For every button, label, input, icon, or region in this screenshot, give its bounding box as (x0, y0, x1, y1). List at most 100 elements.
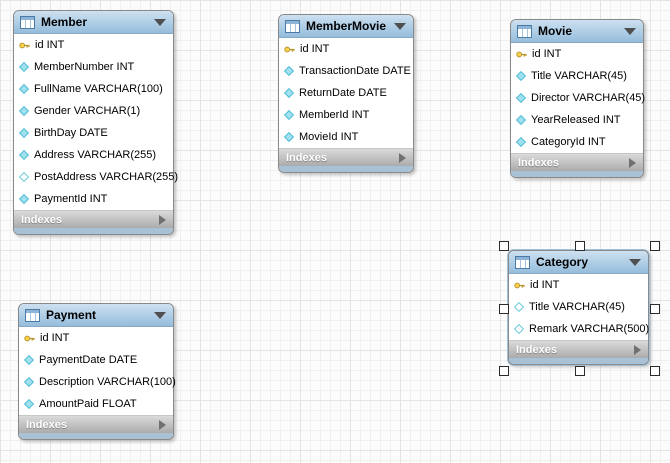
collapse-arrow-icon[interactable] (154, 311, 166, 319)
column-row[interactable]: Title VARCHAR(45) (511, 65, 643, 87)
column-notnull-diamond-icon (516, 71, 526, 81)
table-name: Movie (538, 24, 573, 38)
column-notnull-diamond-icon (516, 115, 526, 125)
column-notnull-diamond-icon (24, 355, 34, 365)
collapse-arrow-icon[interactable] (154, 18, 166, 26)
column-row[interactable]: MovieId INT (279, 126, 413, 148)
collapse-arrow-icon[interactable] (394, 22, 406, 30)
table-title-bar[interactable]: Payment (19, 304, 173, 327)
collapse-arrow-icon[interactable] (629, 258, 641, 266)
column-row[interactable]: Remark VARCHAR(500) (509, 318, 650, 340)
primary-key-icon (24, 333, 35, 344)
table-title-bar[interactable]: Category (509, 251, 648, 274)
indexes-bar[interactable]: Indexes (511, 153, 643, 171)
column-row[interactable]: PostAddress VARCHAR(255) (14, 166, 178, 188)
indexes-bar[interactable]: Indexes (14, 210, 173, 228)
table-payment[interactable]: Payment id INT (18, 303, 176, 440)
column-list: id INT Title VARCHAR(45) (509, 274, 650, 340)
selection-handle[interactable] (499, 304, 509, 314)
column-label: id INT (300, 43, 330, 55)
table-member[interactable]: Member id INT (13, 10, 178, 235)
column-list: id INT Title VARCHAR(45) (511, 43, 645, 153)
column-notnull-diamond-icon (19, 150, 29, 160)
selection-handle[interactable] (499, 366, 509, 376)
table-icon (285, 19, 300, 33)
column-row[interactable]: id INT (19, 327, 173, 349)
column-row[interactable]: PaymentDate DATE (19, 349, 173, 371)
primary-key-icon (516, 49, 527, 60)
column-row[interactable]: Title VARCHAR(45) (509, 296, 648, 318)
table-name: Payment (46, 308, 97, 322)
selection-handle[interactable] (575, 366, 585, 376)
column-row[interactable]: Address VARCHAR(255) (14, 144, 173, 166)
column-row[interactable]: Director VARCHAR(45) (511, 87, 645, 109)
indexes-bar[interactable]: Indexes (19, 415, 173, 433)
indexes-label: Indexes (286, 151, 327, 164)
column-nullable-diamond-icon (514, 324, 524, 334)
column-row[interactable]: YearReleased INT (511, 109, 643, 131)
column-notnull-diamond-icon (19, 84, 29, 94)
selection-handle[interactable] (650, 304, 660, 314)
selection-handle[interactable] (499, 241, 509, 251)
column-label: AmountPaid FLOAT (39, 398, 137, 410)
table-title-bar[interactable]: Movie (511, 20, 643, 43)
column-row[interactable]: id INT (509, 274, 648, 296)
column-label: MovieId INT (299, 131, 359, 143)
column-notnull-diamond-icon (284, 88, 294, 98)
column-list: id INT MemberNumber INT (14, 34, 178, 210)
expand-indexes-icon[interactable] (159, 214, 166, 225)
column-notnull-diamond-icon (24, 377, 34, 387)
table-name: MemberMovie (306, 19, 387, 33)
column-row[interactable]: CategoryId INT (511, 131, 643, 153)
selection-handle[interactable] (650, 366, 660, 376)
table-movie[interactable]: Movie id INT (510, 19, 645, 178)
indexes-bar[interactable]: Indexes (279, 148, 413, 166)
column-row[interactable]: AmountPaid FLOAT (19, 393, 173, 415)
column-row[interactable]: TransactionDate DATE (279, 60, 413, 82)
indexes-label: Indexes (518, 156, 559, 169)
expand-indexes-icon[interactable] (399, 152, 406, 163)
table-footer (511, 171, 643, 177)
column-row[interactable]: ReturnDate DATE (279, 82, 413, 104)
column-label: id INT (530, 279, 560, 291)
column-label: Title VARCHAR(45) (529, 301, 625, 313)
column-row[interactable]: MemberId INT (279, 104, 413, 126)
expand-indexes-icon[interactable] (629, 157, 636, 168)
table-name: Member (41, 15, 88, 29)
table-name: Category (536, 255, 589, 269)
column-label: Description VARCHAR(100) (39, 376, 176, 388)
expand-indexes-icon[interactable] (159, 419, 166, 430)
indexes-label: Indexes (26, 418, 67, 431)
column-notnull-diamond-icon (24, 399, 34, 409)
column-row[interactable]: Gender VARCHAR(1) (14, 100, 173, 122)
primary-key-icon (284, 44, 295, 55)
collapse-arrow-icon[interactable] (624, 27, 636, 35)
expand-indexes-icon[interactable] (634, 344, 641, 355)
table-title-bar[interactable]: MemberMovie (279, 15, 413, 38)
column-label: Address VARCHAR(255) (34, 149, 157, 161)
table-title-bar[interactable]: Member (14, 11, 173, 34)
table-icon (515, 255, 530, 269)
table-footer (19, 433, 173, 439)
selection-handle[interactable] (650, 241, 660, 251)
table-category[interactable]: Category id INT (499, 241, 660, 376)
column-row[interactable]: id INT (511, 43, 643, 65)
column-row[interactable]: PaymentId INT (14, 188, 173, 210)
column-label: id INT (40, 332, 70, 344)
column-row[interactable]: id INT (279, 38, 413, 60)
column-row[interactable]: Description VARCHAR(100) (19, 371, 176, 393)
column-row[interactable]: id INT (14, 34, 173, 56)
indexes-bar[interactable]: Indexes (509, 340, 648, 358)
column-notnull-diamond-icon (516, 93, 526, 103)
column-list: id INT TransactionDate DATE (279, 38, 413, 148)
selection-handle[interactable] (575, 241, 585, 251)
column-notnull-diamond-icon (516, 137, 526, 147)
table-membermovie[interactable]: MemberMovie id INT (278, 14, 414, 173)
column-row[interactable]: BirthDay DATE (14, 122, 173, 144)
column-row[interactable]: MemberNumber INT (14, 56, 173, 78)
column-label: Remark VARCHAR(500) (529, 323, 650, 335)
column-row[interactable]: FullName VARCHAR(100) (14, 78, 173, 100)
primary-key-icon (19, 40, 30, 51)
indexes-label: Indexes (21, 213, 62, 226)
